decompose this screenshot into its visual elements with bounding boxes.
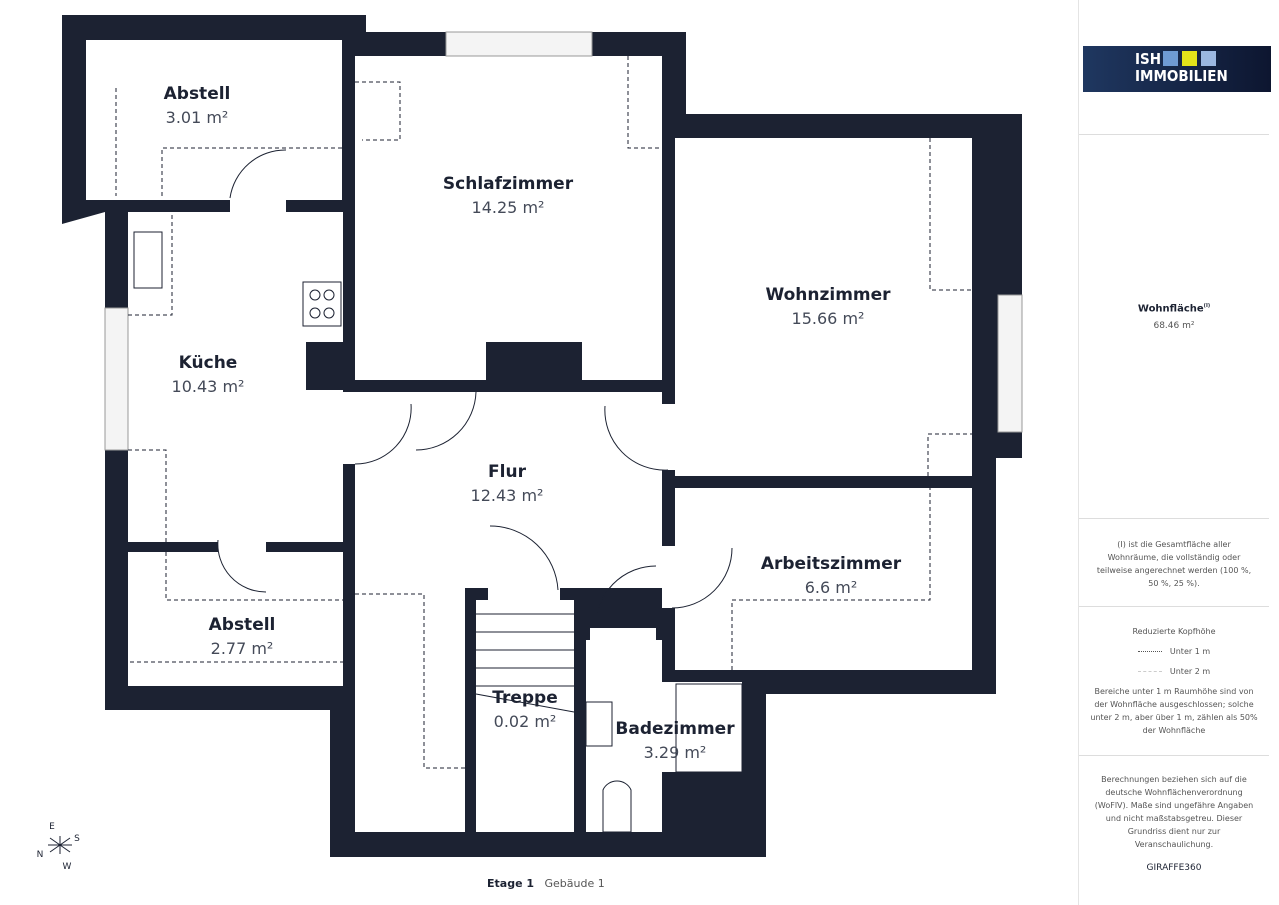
- compass-w: W: [62, 862, 72, 872]
- legend-under-1m: Unter 1 m: [1079, 645, 1269, 658]
- area-note: (I) ist die Gesamtfläche aller Wohnräume…: [1096, 540, 1252, 588]
- floor-label: Etage 1: [487, 877, 535, 890]
- footer: Etage 1 Gebäude 1: [487, 877, 605, 890]
- legend-under-2m: Unter 2 m: [1079, 665, 1269, 678]
- compass-e: E: [49, 822, 55, 832]
- compass-icon: [48, 836, 72, 854]
- disclaimer: Berechnungen beziehen sich auf die deuts…: [1094, 775, 1254, 849]
- legend-note: Bereiche unter 1 m Raumhöhe sind von der…: [1090, 687, 1258, 735]
- compass-s: S: [74, 834, 80, 844]
- brand: GIRAFFE360: [1146, 863, 1202, 873]
- windows: [104, 31, 1023, 451]
- stairs: [475, 613, 575, 713]
- legend-title: Reduzierte Kopfhöhe: [1132, 627, 1216, 636]
- floor-plan: [48, 15, 1023, 857]
- living-area-label: Wohnfläche(I): [1137, 303, 1211, 315]
- building-label: Gebäude 1: [544, 877, 605, 890]
- compass-n: N: [36, 850, 44, 860]
- living-area-value: 68.46 m²: [1153, 321, 1195, 331]
- doors: [133, 149, 743, 833]
- headroom-lines: [115, 56, 972, 769]
